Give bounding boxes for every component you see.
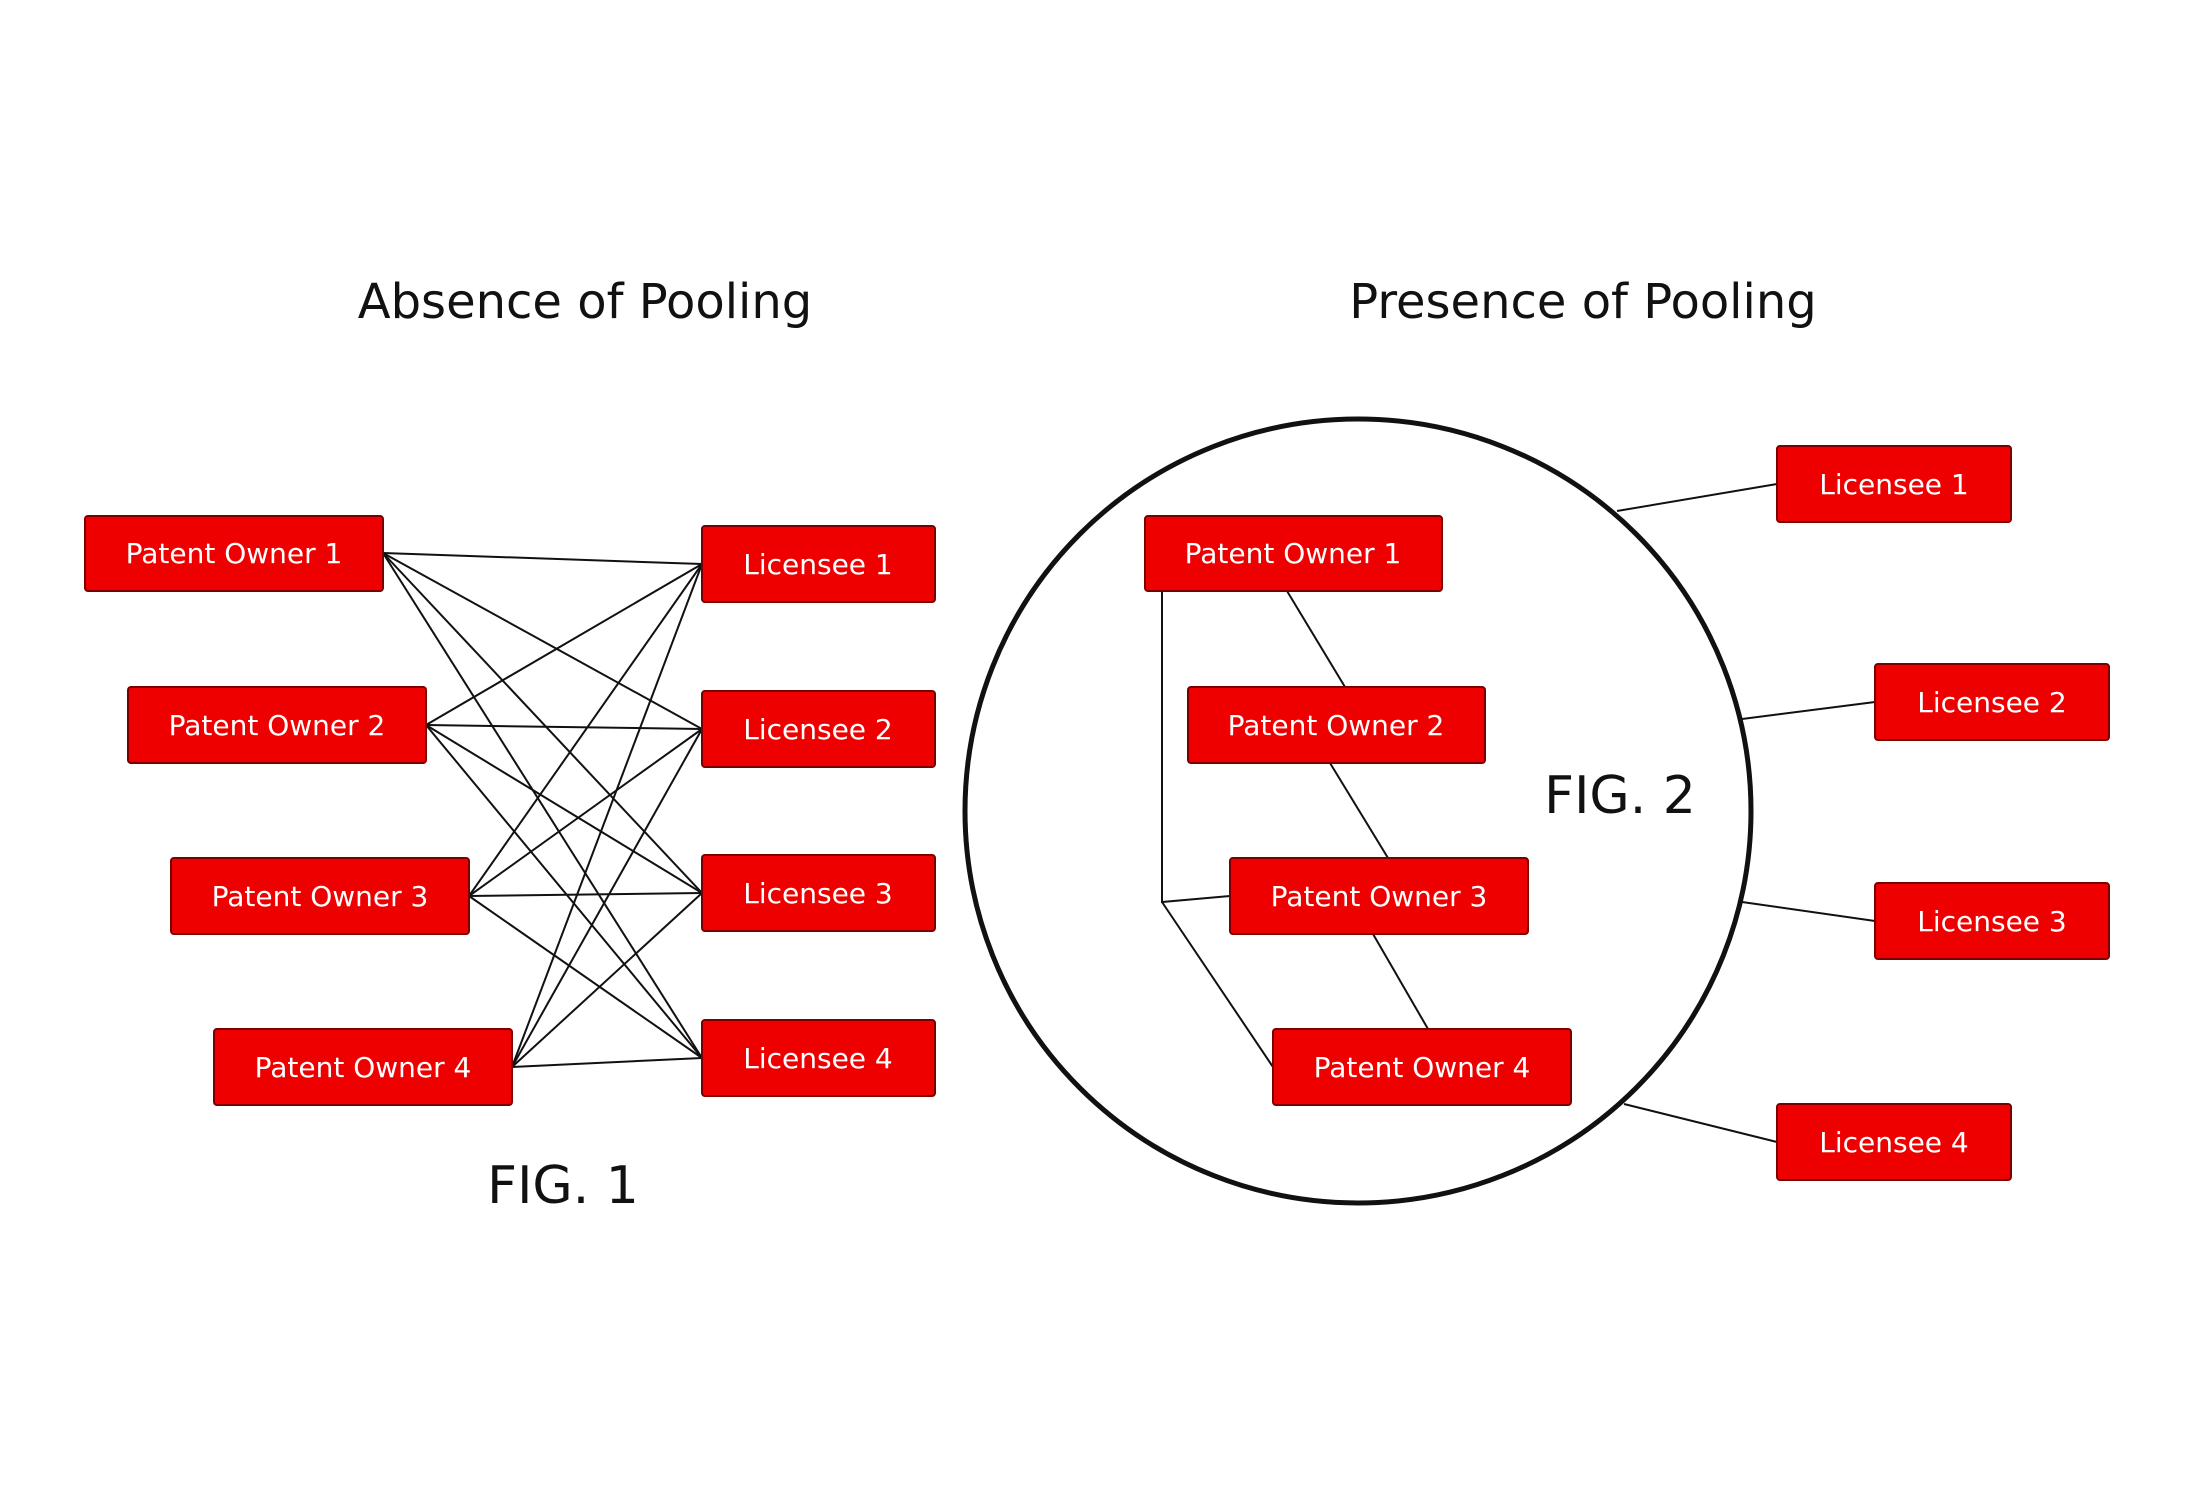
fig2-licensee-1-label: Licensee 1 <box>1819 468 1969 501</box>
fig1-licensee-3: Licensee 3 <box>701 854 936 932</box>
fig2-owner-2: Patent Owner 2 <box>1187 686 1486 764</box>
fig1-owner-3: Patent Owner 3 <box>170 857 470 935</box>
fig1-licensee-2-label: Licensee 2 <box>743 713 893 746</box>
fig2-licensee-3: Licensee 3 <box>1874 882 2110 960</box>
fig2-licensee-4: Licensee 4 <box>1776 1103 2012 1181</box>
fig2-licensee-2-label: Licensee 2 <box>1917 686 2067 719</box>
fig1-title: Absence of Pooling <box>358 274 813 330</box>
fig1-owner-4-label: Patent Owner 4 <box>255 1051 472 1084</box>
fig1-edges <box>382 552 703 1068</box>
fig1-licensee-1-label: Licensee 1 <box>743 548 893 581</box>
fig1-licensee-1: Licensee 1 <box>701 525 936 603</box>
fig1-licensee-2: Licensee 2 <box>701 690 936 768</box>
fig1-owner-1: Patent Owner 1 <box>84 515 384 592</box>
fig2-owner-3-label: Patent Owner 3 <box>1271 880 1488 913</box>
fig2-owner-2-label: Patent Owner 2 <box>1228 709 1445 742</box>
fig1-owner-1-label: Patent Owner 1 <box>126 537 343 570</box>
fig1-owner-3-label: Patent Owner 3 <box>212 880 429 913</box>
fig2-owner-1: Patent Owner 1 <box>1144 515 1443 592</box>
fig2-owner-1-label: Patent Owner 1 <box>1185 537 1402 570</box>
fig2-title: Presence of Pooling <box>1349 274 1817 330</box>
fig1-owner-2: Patent Owner 2 <box>127 686 427 764</box>
fig1-licensee-3-label: Licensee 3 <box>743 877 893 910</box>
fig2-owner-3: Patent Owner 3 <box>1229 857 1529 935</box>
fig2-licensee-1: Licensee 1 <box>1776 445 2012 523</box>
fig1-owner-4: Patent Owner 4 <box>213 1028 513 1106</box>
fig1-licensee-4: Licensee 4 <box>701 1019 936 1097</box>
fig1-caption: FIG. 1 <box>487 1156 639 1216</box>
pool-circle <box>962 416 1754 1206</box>
fig2-licensee-4-label: Licensee 4 <box>1819 1126 1969 1159</box>
fig2-internal-edges <box>1161 590 1429 1068</box>
fig2-caption: FIG. 2 <box>1544 766 1696 826</box>
fig1-licensee-4-label: Licensee 4 <box>743 1042 893 1075</box>
fig2-licensee-3-label: Licensee 3 <box>1917 905 2067 938</box>
fig1-owner-2-label: Patent Owner 2 <box>169 709 386 742</box>
fig2-owner-4: Patent Owner 4 <box>1272 1028 1572 1106</box>
fig2-licensee-edges <box>1616 483 1876 1143</box>
fig2-licensee-2: Licensee 2 <box>1874 663 2110 741</box>
fig2-owner-4-label: Patent Owner 4 <box>1314 1051 1531 1084</box>
